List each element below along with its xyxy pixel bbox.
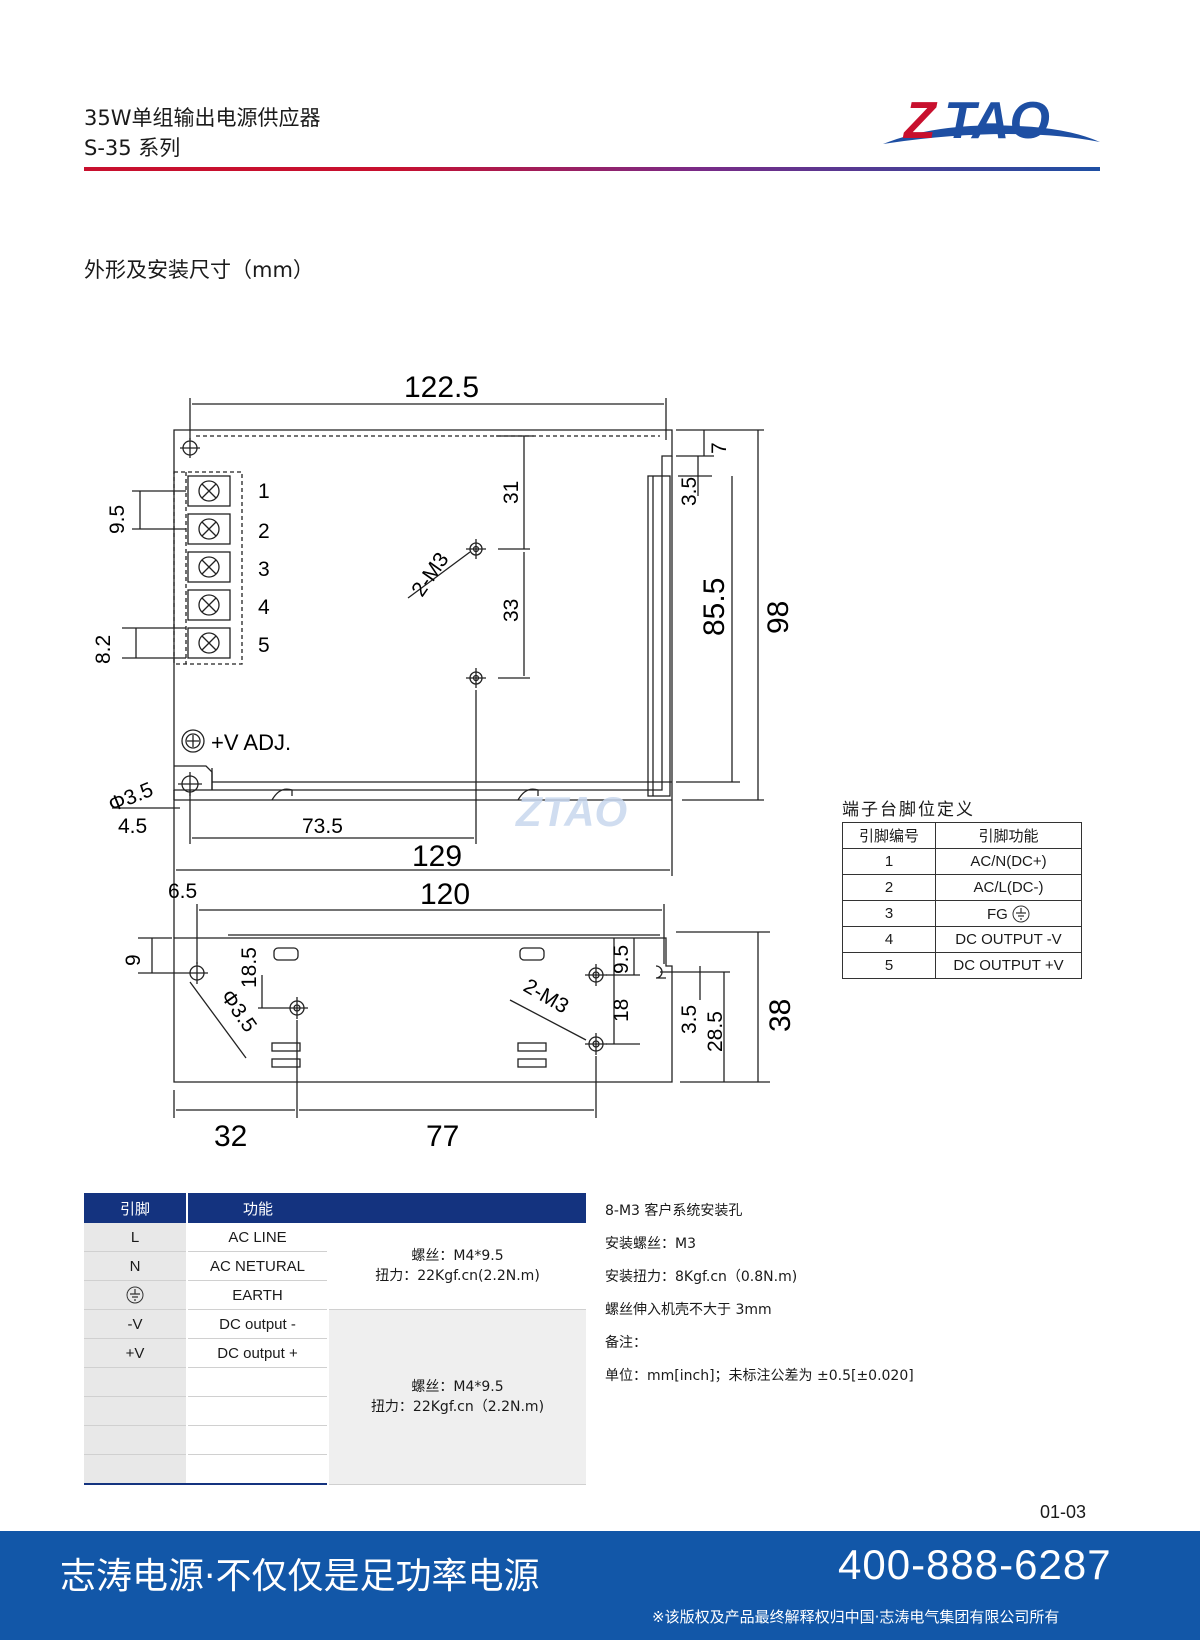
- vent-slot: [519, 947, 545, 961]
- hole-dia-top: Φ3.5: [105, 778, 156, 817]
- note-line: 单位：mm[inch]；未标注公差为 ±0.5[±0.020]: [605, 1368, 914, 1384]
- mount-hole-label-top: 2-M3: [407, 548, 453, 600]
- terminal-header-func: 引脚功能: [935, 822, 1082, 849]
- hole-dia-side: Φ3.5: [216, 986, 261, 1037]
- logo-z: Z: [902, 92, 938, 150]
- vadj-label: +V ADJ.: [211, 730, 291, 755]
- dim-85-5: 85.5: [698, 578, 731, 636]
- ground-icon: [126, 1286, 144, 1304]
- table-row: 4 DC OUTPUT -V: [842, 926, 1082, 953]
- dim-9: 9: [122, 954, 145, 966]
- screw-spec-cell: 螺丝：M4*9.5 扭力：22Kgf.cn（2.2N.m): [327, 1309, 586, 1485]
- table-row: N AC NETURAL: [84, 1251, 586, 1281]
- dim-3-5-side: 3.5: [678, 1005, 701, 1034]
- watermark-logo: ZTAO: [515, 788, 627, 835]
- ground-icon: [1012, 905, 1030, 922]
- terminal-table: 引脚编号 引脚功能 1 AC/N(DC+) 2 AC/L(DC-) 3 FG 4…: [842, 822, 1082, 979]
- vent-slot: [273, 947, 299, 961]
- table-row: [84, 1425, 586, 1455]
- table-row: L AC LINE 螺丝：M4*9.5 扭力：22Kgf.cn(2.2N.m): [84, 1223, 586, 1310]
- terminal-label-3: 3: [258, 558, 270, 581]
- dim-32: 32: [214, 1120, 247, 1153]
- dim-31: 31: [500, 481, 523, 504]
- table-row: EARTH: [84, 1280, 586, 1310]
- dim-77: 77: [426, 1120, 459, 1153]
- dim-7: 7: [708, 442, 731, 454]
- note-line: 安装扭力：8Kgf.cn（0.8N.m): [605, 1269, 798, 1285]
- terminal-label-1: 1: [258, 480, 270, 503]
- table-row: +V DC output +: [84, 1338, 586, 1368]
- table-row: 2 AC/L(DC-): [842, 874, 1082, 901]
- top-dim-lines: [112, 398, 764, 876]
- terminal-screws: [187, 475, 231, 659]
- terminal-label-4: 4: [258, 596, 270, 619]
- pin-table: 引脚 功能 L AC LINE 螺丝：M4*9.5 扭力：22Kgf.cn(2.…: [84, 1193, 586, 1485]
- footer-phone: 400-888-6287: [838, 1541, 1112, 1588]
- dim-73-5: 73.5: [302, 815, 343, 838]
- logo-swoosh-icon: [883, 125, 1100, 144]
- table-row: [84, 1396, 586, 1426]
- doc-subtitle: S-35 系列: [84, 136, 181, 160]
- dim-38: 38: [764, 999, 797, 1032]
- dim-33: 33: [500, 599, 523, 622]
- table-row: [84, 1454, 586, 1485]
- dim-129: 129: [412, 840, 462, 873]
- dim-18-5: 18.5: [238, 947, 261, 988]
- note-line: 备注：: [605, 1335, 647, 1351]
- pin-header-pin: 引脚: [84, 1193, 187, 1223]
- page-number: 01-03: [1040, 1502, 1087, 1522]
- screw-spec-cell: 螺丝：M4*9.5 扭力：22Kgf.cn(2.2N.m): [327, 1223, 586, 1310]
- dim-3-5-top: 3.5: [678, 477, 701, 506]
- footer-slogan: 志涛电源·不仅仅是足功率电源: [60, 1556, 540, 1597]
- table-row: 1 AC/N(DC+): [842, 848, 1082, 875]
- table-row: 5 DC OUTPUT +V: [842, 952, 1082, 979]
- section-title: 外形及安装尺寸（mm）: [84, 258, 314, 282]
- table-row: 3 FG: [842, 900, 1082, 927]
- note-line: 安装螺丝：M3: [605, 1236, 696, 1252]
- terminal-label-2: 2: [258, 520, 270, 543]
- side-rail: [647, 475, 671, 797]
- side-holes: [186, 962, 607, 1055]
- dim-122-5: 122.5: [404, 371, 479, 404]
- ztao-logo: Z TAO: [883, 92, 1100, 150]
- dim-4-5: 4.5: [118, 815, 147, 838]
- dim-6-5: 6.5: [168, 880, 197, 903]
- table-row: [84, 1367, 586, 1397]
- dim-98: 98: [762, 601, 795, 634]
- terminal-table-title: 端子台脚位定义: [842, 800, 975, 820]
- mechanical-drawing: ZTAO 122.5 1 2 3 4 5 9.5 8.2 2-M3 31 33 …: [92, 371, 797, 1153]
- install-notes: 8-M3 客户系统安装孔 安装螺丝：M3 安装扭力：8Kgf.cn（0.8N.m…: [605, 1195, 914, 1393]
- dim-8-2: 8.2: [92, 635, 115, 664]
- table-row: -V DC output - 螺丝：M4*9.5 扭力：22Kgf.cn（2.2…: [84, 1309, 586, 1485]
- dim-18: 18: [610, 999, 633, 1022]
- terminal-header-pin: 引脚编号: [842, 822, 936, 849]
- dim-9-5: 9.5: [106, 505, 129, 534]
- dim-28-5: 28.5: [704, 1011, 727, 1052]
- terminal-block-outline: [173, 471, 243, 665]
- side-dim-lines: [138, 876, 770, 1118]
- note-line: 8-M3 客户系统安装孔: [605, 1203, 743, 1219]
- header-divider: [84, 167, 1100, 171]
- footer-copyright: ※该版权及产品最终解释权归中国·志涛电气集团有限公司所有: [652, 1608, 1060, 1626]
- pin-header-func: 功能: [186, 1193, 328, 1223]
- terminal-label-5: 5: [258, 634, 270, 657]
- dim-9-5-side: 9.5: [610, 945, 633, 974]
- logo-tao: TAO: [944, 92, 1050, 150]
- side-view-outline: [173, 937, 673, 1083]
- dim-120: 120: [420, 878, 470, 911]
- footer-bar: [0, 1531, 1200, 1640]
- mount-hole-label-side: 2-M3: [520, 974, 573, 1018]
- note-line: 螺丝伸入机壳不大于 3mm: [605, 1302, 772, 1318]
- doc-title: 35W单组输出电源供应器: [84, 106, 321, 130]
- vadj-pot-icon: [181, 729, 205, 753]
